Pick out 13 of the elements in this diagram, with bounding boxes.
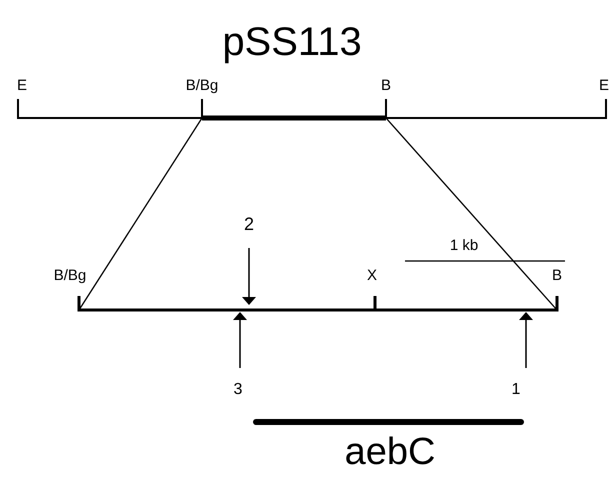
site-label: X: [367, 268, 377, 283]
site-label: B/Bg: [186, 78, 218, 93]
site-number: 3: [234, 382, 242, 398]
site-label: B: [552, 268, 562, 283]
gene-name: aebC: [344, 433, 436, 471]
site-label: E: [599, 78, 609, 93]
site-label: E: [17, 78, 27, 93]
scale-label: 1 kb: [450, 238, 478, 253]
site-label: B: [381, 78, 391, 93]
site-number: 2: [244, 215, 254, 233]
site-label: B/Bg: [54, 268, 86, 283]
site-number: 1: [512, 382, 520, 398]
plasmid-name: pSS113: [222, 22, 362, 62]
